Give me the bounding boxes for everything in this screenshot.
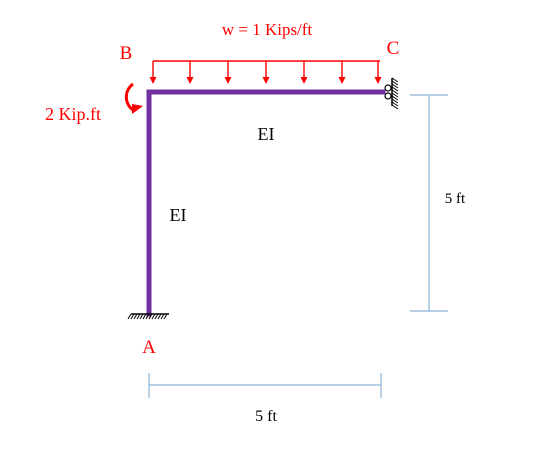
hatch-line <box>391 95 399 101</box>
hatch-line <box>136 313 141 320</box>
hatch-line <box>145 313 150 320</box>
hatch-line <box>154 313 159 320</box>
hatch-line <box>139 313 144 320</box>
hatch-line <box>391 77 399 83</box>
hatch-line <box>127 313 132 320</box>
roller-support-c <box>384 77 399 110</box>
height-dim-label: 5 ft <box>445 191 466 207</box>
hatch-line <box>157 313 162 320</box>
hatch-line <box>391 89 399 95</box>
distributed-load <box>149 60 382 84</box>
fixed-support-a <box>127 313 169 320</box>
moment-arc <box>124 82 134 112</box>
hatch-line <box>163 313 168 320</box>
node-c-label: C <box>387 38 400 59</box>
load-arrows <box>149 61 382 84</box>
node-b-label: B <box>120 43 133 64</box>
frame-members <box>146 89 386 317</box>
roller-top <box>384 84 392 92</box>
hatch-line <box>148 313 153 320</box>
hatch-line <box>391 80 399 86</box>
load-arrow-head <box>262 77 270 84</box>
node-a-label: A <box>142 337 156 358</box>
moment-arrowhead <box>132 104 143 114</box>
hatch-line <box>142 313 147 320</box>
load-arrow-head <box>300 77 308 84</box>
wall-hatch <box>391 77 399 110</box>
hatch-line <box>130 313 135 320</box>
load-label: w = 1 Kips/ft <box>222 20 313 39</box>
hatch-line <box>133 313 138 320</box>
hatch-line <box>151 313 156 320</box>
moment-label: 2 Kip.ft <box>45 104 101 124</box>
hatch-line <box>160 313 165 320</box>
hatch-line <box>391 104 399 110</box>
load-arrow-head <box>186 77 194 84</box>
load-arrow-head <box>224 77 232 84</box>
load-arrow-head <box>374 77 382 84</box>
roller-bottom <box>384 92 392 100</box>
applied-moment <box>124 82 143 114</box>
span-dimension <box>148 373 382 398</box>
beam-stiffness-label: EI <box>258 124 275 144</box>
ground-hatch <box>127 313 168 320</box>
load-arrow-head <box>149 77 157 84</box>
hatch-line <box>391 86 399 92</box>
hatch-line <box>391 83 399 89</box>
hatch-line <box>391 98 399 104</box>
hatch-line <box>391 92 399 98</box>
height-dimension <box>410 94 448 312</box>
hatch-line <box>391 101 399 107</box>
span-dim-label: 5 ft <box>255 408 277 425</box>
column-stiffness-label: EI <box>170 205 187 225</box>
load-arrow-head <box>338 77 346 84</box>
